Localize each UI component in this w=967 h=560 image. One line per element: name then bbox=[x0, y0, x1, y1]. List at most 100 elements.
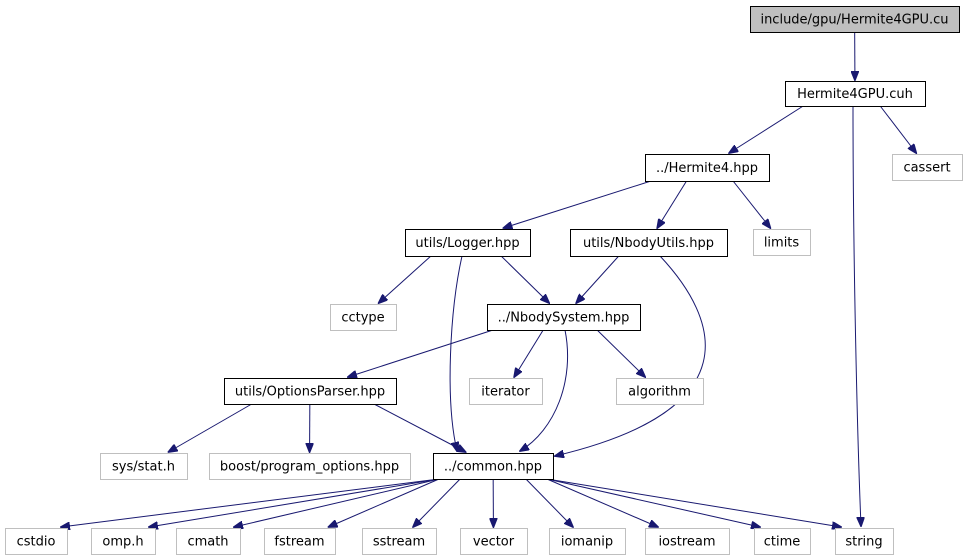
edge-hermite4gpu_cuh-to-cassert bbox=[879, 105, 916, 153]
edge-nbodyutils_hpp-to-nbodysystem_hpp bbox=[576, 255, 620, 303]
nodes-layer: include/gpu/Hermite4GPU.cuHermite4GPU.cu… bbox=[5, 6, 963, 555]
node-label: string bbox=[845, 535, 882, 550]
edge-logger_hpp-to-cctype bbox=[379, 255, 432, 303]
node-sys_stat_h: sys/stat.h bbox=[100, 453, 188, 480]
node-box bbox=[100, 453, 188, 480]
node-root[interactable]: include/gpu/Hermite4GPU.cu bbox=[750, 6, 960, 33]
node-label: ../common.hpp bbox=[444, 460, 542, 475]
edge-hermite4gpu_cuh-to-hermite4_hpp bbox=[729, 105, 804, 153]
edge-nbodyutils_hpp-to-common_hpp bbox=[555, 255, 706, 456]
node-label: include/gpu/Hermite4GPU.cu bbox=[760, 13, 948, 28]
node-label: boost/program_options.hpp bbox=[220, 460, 399, 475]
node-label: sys/stat.h bbox=[112, 460, 175, 475]
node-box bbox=[433, 453, 554, 480]
node-hermite4_hpp[interactable]: ../Hermite4.hpp bbox=[645, 154, 770, 182]
node-cassert: cassert bbox=[892, 154, 963, 181]
node-iomanip: iomanip bbox=[549, 528, 626, 555]
node-cmath: cmath bbox=[176, 528, 241, 555]
node-box bbox=[176, 528, 241, 555]
node-label: omp.h bbox=[102, 535, 143, 550]
node-box bbox=[264, 528, 336, 555]
edge-common_hpp-to-fstream bbox=[329, 478, 440, 527]
node-cctype: cctype bbox=[330, 304, 397, 331]
edge-common_hpp-to-ctime bbox=[546, 478, 760, 527]
edge-optionsparser_hpp-to-sys_stat_h bbox=[168, 403, 252, 452]
edge-nbodysystem_hpp-to-iterator bbox=[514, 329, 544, 377]
edge-hermite4_hpp-to-nbodyutils_hpp bbox=[657, 180, 687, 228]
edge-nbodysystem_hpp-to-optionsparser_hpp bbox=[348, 329, 494, 377]
node-label: iterator bbox=[481, 385, 530, 400]
node-optionsparser_hpp[interactable]: utils/OptionsParser.hpp bbox=[224, 378, 397, 405]
node-algorithm: algorithm bbox=[616, 378, 704, 405]
node-box bbox=[645, 528, 730, 555]
node-label: ../Hermite4.hpp bbox=[656, 161, 758, 176]
node-box bbox=[753, 229, 811, 256]
node-box bbox=[330, 304, 397, 331]
edge-hermite4gpu_cuh-to-string bbox=[852, 105, 861, 526]
node-omp_h: omp.h bbox=[91, 528, 156, 555]
node-box bbox=[362, 528, 437, 555]
node-box bbox=[460, 528, 528, 555]
node-box bbox=[750, 6, 960, 33]
edge-logger_hpp-to-nbodysystem_hpp bbox=[500, 255, 549, 303]
edge-common_hpp-to-cstdio bbox=[61, 478, 440, 527]
node-label: utils/Logger.hpp bbox=[415, 236, 519, 251]
edge-common_hpp-to-iomanip bbox=[525, 478, 573, 527]
node-label: cstdio bbox=[17, 535, 56, 550]
node-label: iostream bbox=[658, 535, 715, 550]
node-iostream: iostream bbox=[645, 528, 730, 555]
node-iterator: iterator bbox=[469, 378, 543, 405]
node-box bbox=[5, 528, 68, 555]
node-box bbox=[487, 304, 641, 331]
node-label: limits bbox=[764, 236, 800, 251]
node-hermite4gpu_cuh[interactable]: Hermite4GPU.cuh bbox=[785, 81, 926, 107]
node-label: fstream bbox=[274, 535, 324, 550]
edge-optionsparser_hpp-to-common_hpp bbox=[373, 403, 466, 452]
edge-common_hpp-to-iostream bbox=[546, 478, 658, 527]
node-nbodyutils_hpp[interactable]: utils/NbodyUtils.hpp bbox=[570, 229, 728, 257]
edge-logger_hpp-to-common_hpp bbox=[449, 255, 463, 451]
edge-common_hpp-to-cmath bbox=[234, 478, 440, 527]
node-box bbox=[785, 81, 926, 107]
node-box bbox=[224, 378, 397, 405]
edges-layer bbox=[61, 31, 916, 527]
node-box bbox=[91, 528, 156, 555]
node-nbodysystem_hpp[interactable]: ../NbodySystem.hpp bbox=[487, 304, 641, 331]
node-label: algorithm bbox=[628, 385, 691, 400]
node-box bbox=[835, 528, 894, 555]
node-label: cctype bbox=[341, 311, 384, 326]
node-label: utils/NbodyUtils.hpp bbox=[583, 236, 714, 251]
node-box bbox=[645, 154, 770, 182]
edge-common_hpp-to-string bbox=[546, 478, 841, 527]
node-label: utils/OptionsParser.hpp bbox=[235, 385, 385, 400]
node-label: vector bbox=[473, 535, 515, 550]
node-label: Hermite4GPU.cuh bbox=[797, 87, 913, 102]
node-label: sstream bbox=[373, 535, 425, 550]
node-string: string bbox=[835, 528, 894, 555]
node-box bbox=[570, 229, 728, 257]
node-ctime: ctime bbox=[754, 528, 811, 555]
node-box bbox=[616, 378, 704, 405]
node-label: cmath bbox=[187, 535, 228, 550]
node-box bbox=[892, 154, 963, 181]
node-box bbox=[209, 453, 411, 480]
edge-hermite4_hpp-to-logger_hpp bbox=[503, 180, 652, 228]
edge-hermite4_hpp-to-limits bbox=[732, 180, 770, 228]
node-cstdio: cstdio bbox=[5, 528, 68, 555]
edge-common_hpp-to-sstream bbox=[413, 478, 461, 527]
node-limits: limits bbox=[753, 229, 811, 256]
node-label: ../NbodySystem.hpp bbox=[498, 311, 630, 326]
node-label: ctime bbox=[764, 535, 801, 550]
node-label: cassert bbox=[903, 161, 950, 176]
node-box bbox=[469, 378, 543, 405]
node-fstream: fstream bbox=[264, 528, 336, 555]
node-logger_hpp[interactable]: utils/Logger.hpp bbox=[405, 229, 531, 257]
node-label: iomanip bbox=[561, 535, 613, 550]
node-box bbox=[549, 528, 626, 555]
node-box bbox=[405, 229, 531, 257]
node-vector: vector bbox=[460, 528, 528, 555]
node-sstream: sstream bbox=[362, 528, 437, 555]
node-common_hpp[interactable]: ../common.hpp bbox=[433, 453, 554, 480]
edge-nbodysystem_hpp-to-common_hpp bbox=[520, 329, 569, 451]
